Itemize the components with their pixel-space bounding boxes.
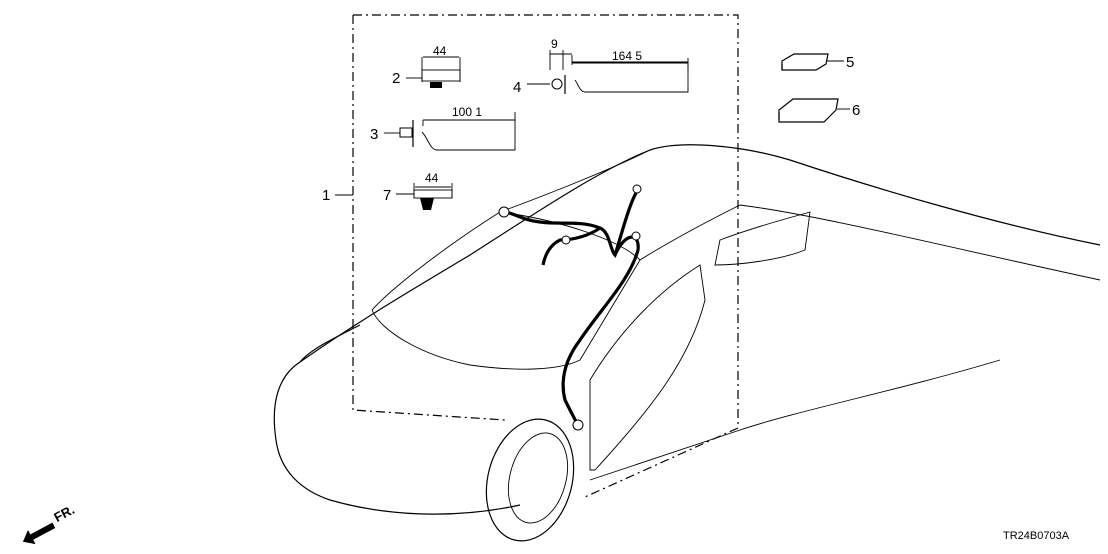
dimension-label: 44 bbox=[433, 44, 447, 58]
part-6-pad: 6 bbox=[778, 98, 860, 123]
callout-6: 6 bbox=[852, 102, 860, 119]
callout-4: 4 bbox=[513, 79, 521, 96]
callout-1: 1 bbox=[322, 187, 330, 204]
assembly-boundary bbox=[352, 14, 739, 498]
diagram-code: TR24B0703A bbox=[1003, 530, 1070, 542]
wire-harness bbox=[498, 184, 642, 431]
part-5-pad: 5 bbox=[781, 53, 854, 71]
dimension-label: 9 bbox=[551, 37, 558, 51]
callout-2: 2 bbox=[392, 70, 400, 87]
dimension-label: 44 bbox=[425, 171, 439, 185]
callout-5: 5 bbox=[846, 54, 854, 71]
part-4-clip: 9 164 5 4 bbox=[513, 37, 689, 96]
part-2-clip: 44 2 bbox=[392, 44, 461, 88]
part-7-clip: 44 7 bbox=[383, 171, 453, 210]
front-label: FR. bbox=[51, 502, 77, 525]
front-direction-arrow bbox=[22, 522, 56, 545]
callout-3: 3 bbox=[370, 126, 378, 143]
dimension-label: 100 1 bbox=[452, 105, 482, 119]
callout-7: 7 bbox=[383, 187, 391, 204]
car-outline bbox=[273, 144, 1101, 542]
dimension-label: 164 5 bbox=[612, 49, 642, 63]
part-3-clip: 100 1 3 bbox=[370, 105, 516, 151]
